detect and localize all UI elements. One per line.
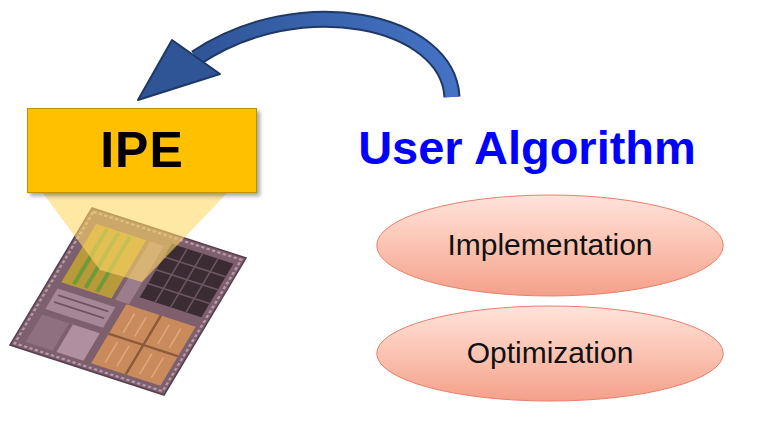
- step-text: Implementation: [447, 228, 652, 262]
- step-text: Optimization: [467, 336, 634, 370]
- curved-arrow: [138, 19, 452, 100]
- ellipse-outline: [377, 195, 724, 296]
- ellipse-outline: [377, 305, 724, 400]
- box-title: IPE: [100, 121, 184, 179]
- title-box: IPE: [27, 108, 257, 193]
- zoom-projection: [42, 192, 228, 282]
- ellipse-node: Optimization: [375, 305, 725, 402]
- ellipse-node: Implementation: [375, 194, 725, 297]
- heading-label: User Algorithm: [358, 120, 696, 175]
